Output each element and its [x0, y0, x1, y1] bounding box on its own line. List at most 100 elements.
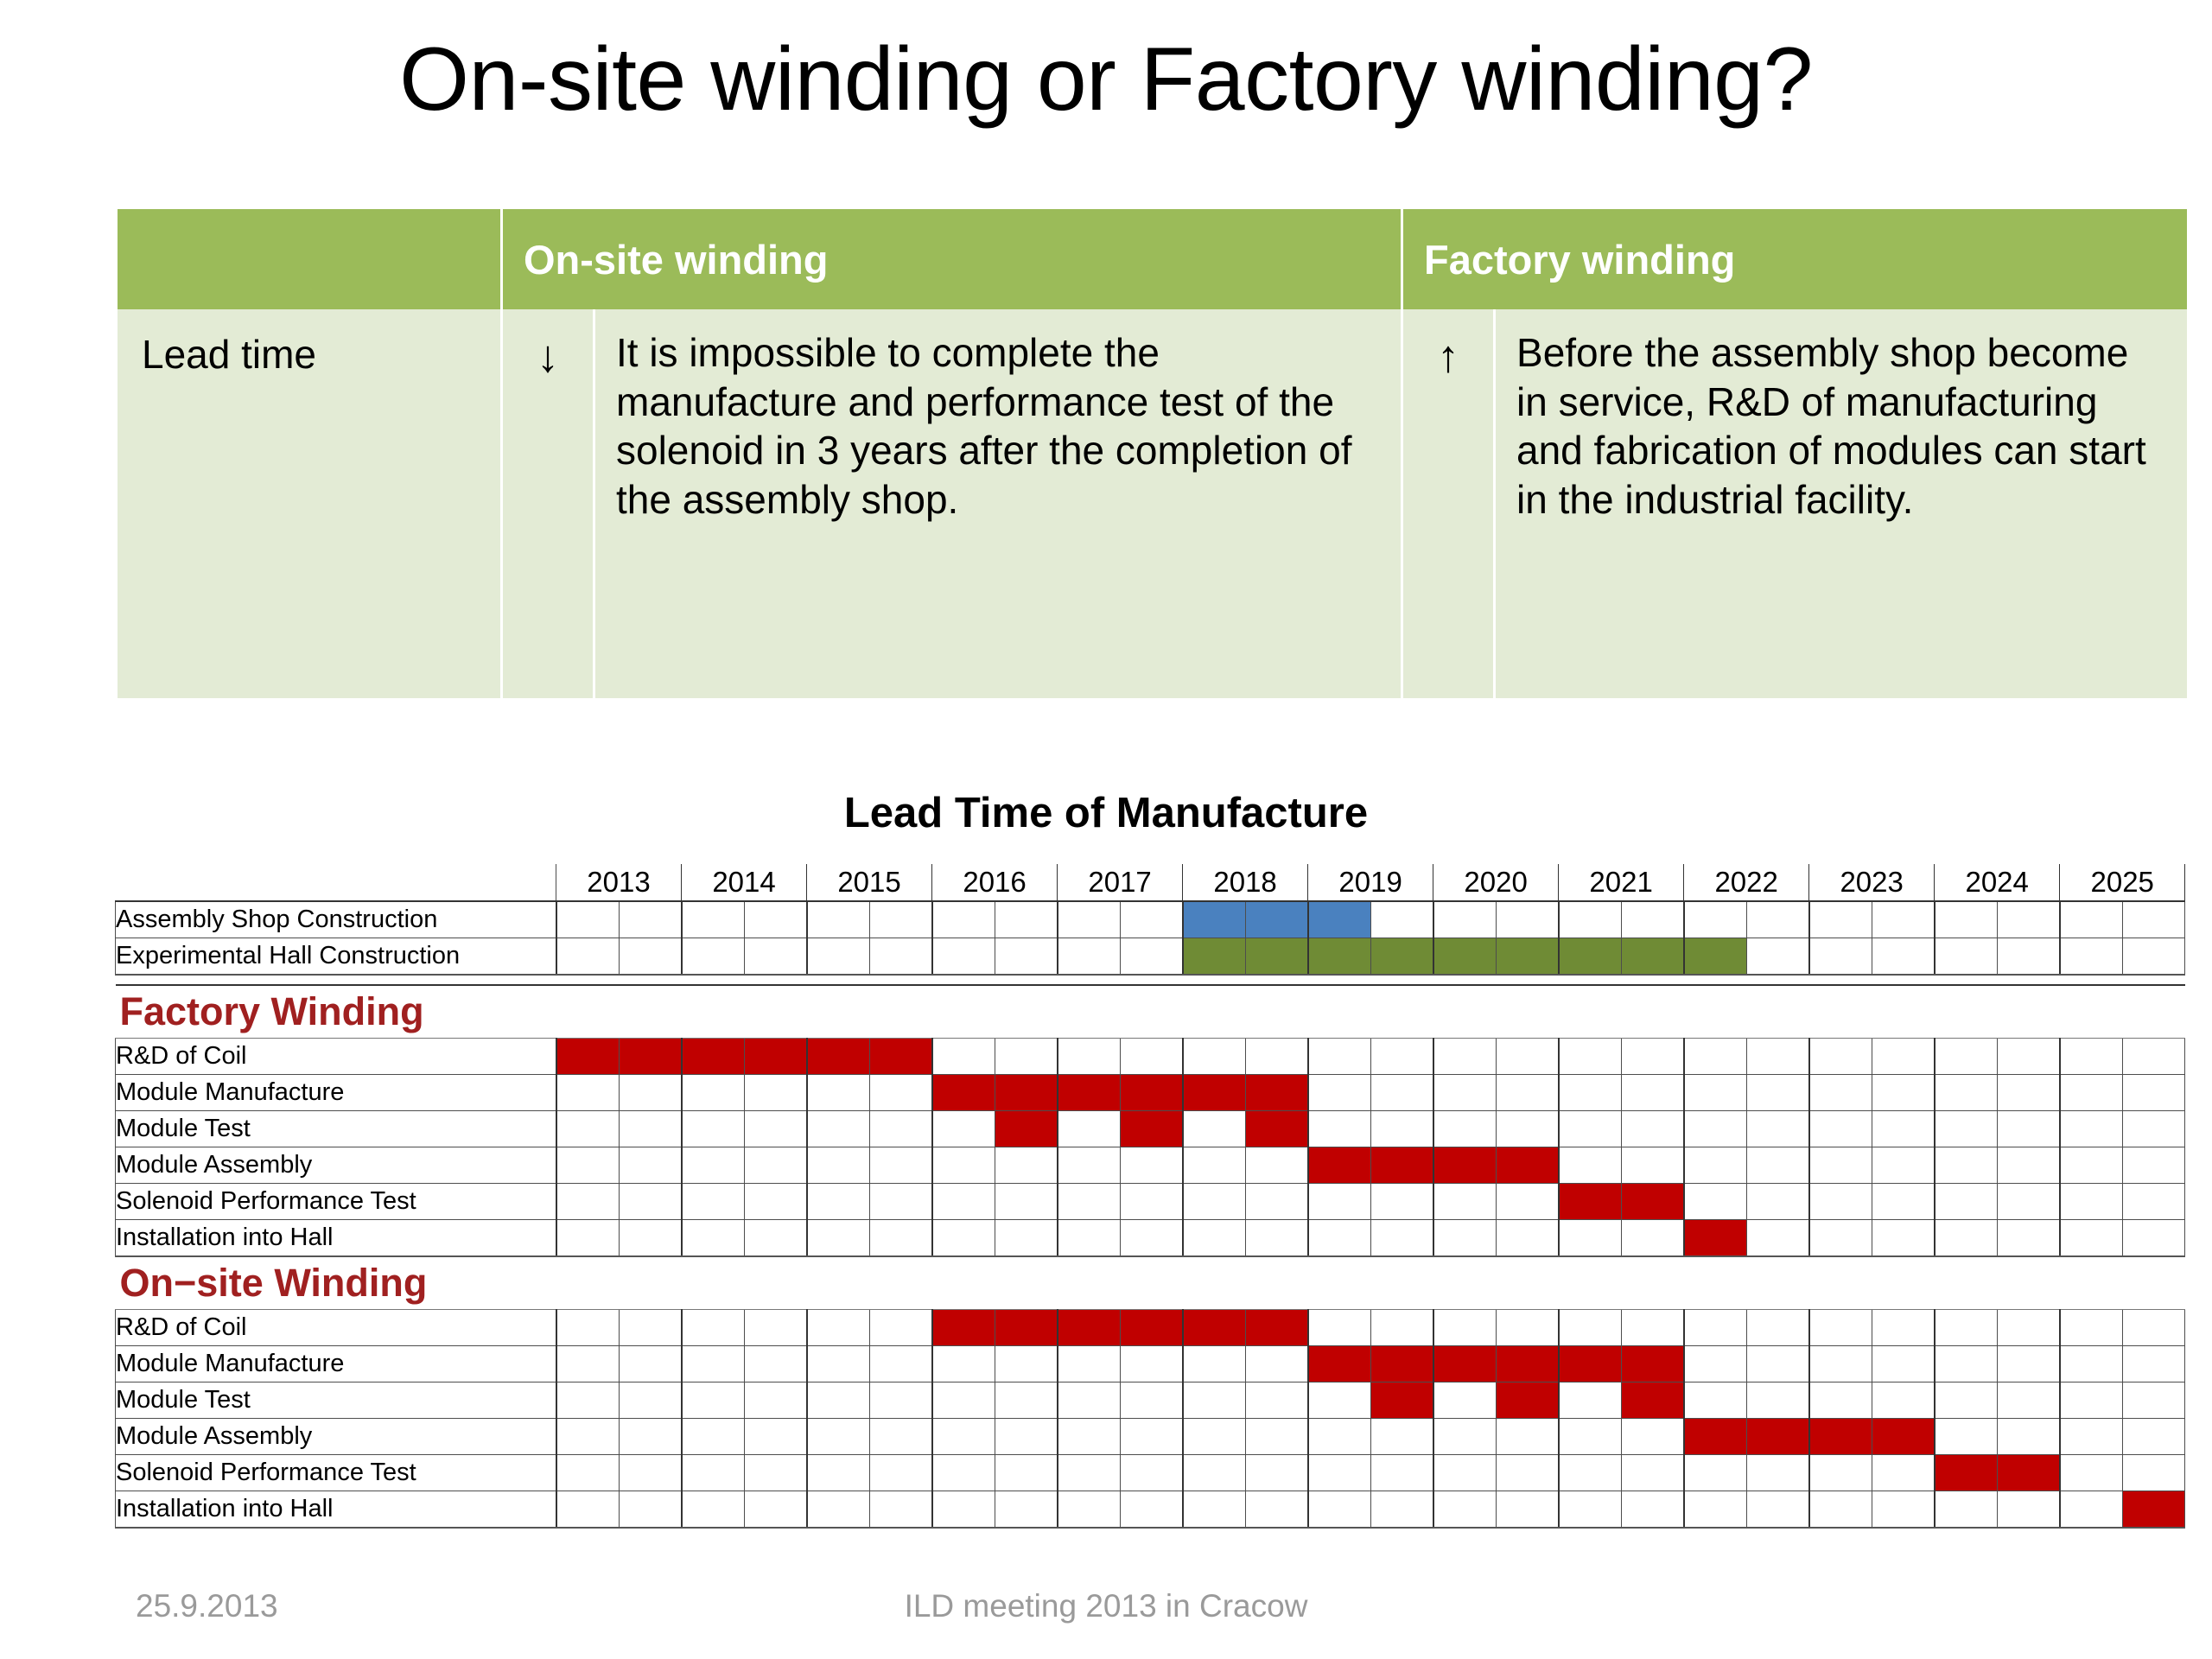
gantt-empty-cell [618, 938, 683, 976]
gantt-empty-cell [680, 1345, 745, 1382]
gantt-empty-cell [555, 1074, 620, 1111]
gantt-empty-cell [868, 1183, 933, 1220]
gantt-task-row: R&D of Coil [115, 1038, 2186, 1075]
gantt-empty-cell [1620, 1219, 1685, 1257]
gantt-year-header-2020: 2020 [1433, 864, 1560, 902]
header-cell-factory: Factory winding [1403, 209, 2188, 309]
gantt-empty-cell [1933, 1183, 1998, 1220]
gantt-empty-cell [1745, 900, 1810, 938]
gantt-empty-cell [1745, 1382, 1810, 1419]
gantt-empty-cell [1432, 1110, 1497, 1147]
gantt-empty-cell [618, 1183, 683, 1220]
gantt-empty-cell [2058, 938, 2123, 976]
gantt-empty-cell [868, 1382, 933, 1419]
gantt-empty-cell [931, 938, 995, 976]
gantt-empty-cell [2058, 1345, 2123, 1382]
gantt-empty-cell [743, 1382, 808, 1419]
gantt-bar-cell [1306, 1345, 1371, 1382]
gantt-empty-cell [1181, 1147, 1246, 1184]
gantt-empty-cell [1370, 1454, 1434, 1491]
gantt-empty-cell [2121, 900, 2186, 938]
gantt-empty-cell [1871, 1147, 1936, 1184]
gantt-task-row: Module Manufacture [115, 1345, 2186, 1382]
gantt-empty-cell [1119, 1038, 1184, 1075]
gantt-bar-cell [1056, 1074, 1121, 1111]
gantt-bar-cell [1682, 1418, 1747, 1455]
gantt-empty-cell [680, 1382, 745, 1419]
gantt-empty-cell [1933, 1382, 1998, 1419]
gantt-bar-cell [1244, 900, 1309, 938]
gantt-empty-cell [868, 1074, 933, 1111]
gantt-empty-cell [1745, 1345, 1810, 1382]
gantt-empty-cell [1370, 900, 1434, 938]
gantt-empty-cell [680, 1219, 745, 1257]
row-label-lead-time: Lead time [118, 309, 500, 698]
gantt-empty-cell [868, 1454, 933, 1491]
gantt-bar-cell [618, 1038, 683, 1075]
gantt-task-row: Module Test [115, 1382, 2186, 1419]
gantt-empty-cell [1933, 900, 1998, 938]
gantt-empty-cell [1745, 1309, 1810, 1346]
gantt-empty-cell [680, 1074, 745, 1111]
gantt-empty-cell [1808, 1491, 1872, 1529]
gantt-empty-cell [2121, 1309, 2186, 1346]
gantt-empty-cell [868, 1110, 933, 1147]
gantt-empty-cell [1682, 900, 1747, 938]
gantt-empty-cell [1557, 1074, 1622, 1111]
gantt-bar-cell [1933, 1454, 1998, 1491]
gantt-empty-cell [805, 1491, 870, 1529]
gantt-bar-cell [1557, 1183, 1622, 1220]
gantt-empty-cell [1306, 1219, 1371, 1257]
gantt-empty-cell [994, 1183, 1058, 1220]
gantt-empty-cell [680, 1454, 745, 1491]
gantt-year-header-2017: 2017 [1057, 864, 1184, 902]
gantt-bar-cell [1370, 1382, 1434, 1419]
gantt-empty-cell [1306, 1309, 1371, 1346]
gantt-empty-cell [1119, 1345, 1184, 1382]
gantt-empty-cell [1306, 1454, 1371, 1491]
gantt-empty-cell [1432, 1038, 1497, 1075]
gantt-empty-cell [2058, 900, 2123, 938]
gantt-empty-cell [680, 1110, 745, 1147]
gantt-empty-cell [1996, 1345, 2061, 1382]
gantt-empty-cell [1181, 1110, 1246, 1147]
gantt-empty-cell [1181, 1491, 1246, 1529]
gantt-empty-cell [743, 938, 808, 976]
gantt-year-header-2025: 2025 [2059, 864, 2186, 902]
gantt-empty-cell [555, 900, 620, 938]
gantt-empty-cell [1181, 1219, 1246, 1257]
gantt-empty-cell [1119, 1418, 1184, 1455]
gantt-empty-cell [1871, 1219, 1936, 1257]
gantt-empty-cell [618, 1309, 683, 1346]
gantt-year-header-2024: 2024 [1934, 864, 2061, 902]
gantt-empty-cell [1871, 938, 1936, 976]
gantt-bar-cell [1682, 938, 1747, 976]
gantt-empty-cell [1244, 1219, 1309, 1257]
gantt-empty-cell [1056, 1382, 1121, 1419]
gantt-empty-cell [1808, 1345, 1872, 1382]
gantt-empty-cell [931, 900, 995, 938]
gantt-empty-cell [805, 900, 870, 938]
gantt-empty-cell [805, 1219, 870, 1257]
gantt-empty-cell [1933, 1345, 1998, 1382]
gantt-empty-cell [868, 1491, 933, 1529]
gantt-empty-cell [2121, 1418, 2186, 1455]
gantt-empty-cell [1181, 1418, 1246, 1455]
gantt-task-label: Solenoid Performance Test [115, 1454, 556, 1491]
gantt-empty-cell [1306, 1074, 1371, 1111]
gantt-year-header-2013: 2013 [555, 864, 683, 902]
gantt-empty-cell [1620, 1038, 1685, 1075]
gantt-empty-cell [2121, 1074, 2186, 1111]
gantt-empty-cell [1808, 1074, 1872, 1111]
gantt-empty-cell [618, 1382, 683, 1419]
gantt-empty-cell [1432, 1183, 1497, 1220]
gantt-empty-cell [1370, 1491, 1434, 1529]
gantt-bar-cell [1306, 1147, 1371, 1184]
gantt-empty-cell [1996, 1219, 2061, 1257]
gantt-bar-cell [994, 1074, 1058, 1111]
gantt-empty-cell [1244, 1382, 1309, 1419]
gantt-bar-cell [1620, 938, 1685, 976]
gantt-empty-cell [1996, 1491, 2061, 1529]
gantt-empty-cell [1370, 1183, 1434, 1220]
